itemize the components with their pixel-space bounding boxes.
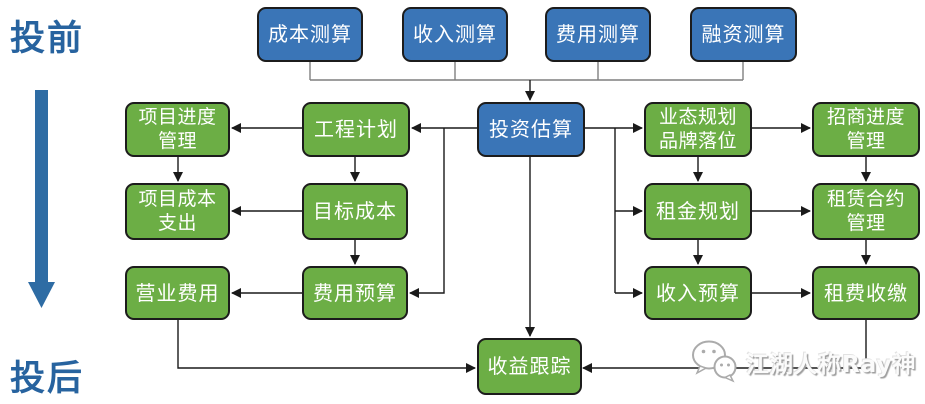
- node-rent-collection: 租费收缴: [812, 266, 920, 320]
- node-label: 收入预算: [656, 280, 740, 305]
- phase-label-pre: 投前: [10, 19, 85, 59]
- node-label: 费用预算: [313, 280, 397, 305]
- node-label: 支出: [157, 211, 197, 234]
- node-label: 租费收缴: [824, 280, 908, 305]
- node-label: 管理: [846, 211, 886, 234]
- node-label: 投资估算: [489, 117, 573, 142]
- node-label: 收入测算: [413, 22, 497, 47]
- node-expense-estimation: 费用测算: [545, 7, 651, 62]
- node-label: 项目成本: [138, 188, 217, 211]
- node-investment-estimation: 投资估算: [477, 102, 585, 157]
- node-label: 营业费用: [135, 280, 220, 305]
- node-label: 工程计划: [314, 117, 398, 142]
- node-cost-estimation: 成本测算: [257, 7, 363, 62]
- node-label: 租赁合约: [826, 188, 905, 211]
- node-revenue-estimation: 收入测算: [402, 7, 508, 62]
- node-engineering-plan: 工程计划: [302, 102, 410, 157]
- node-label: 费用测算: [556, 22, 640, 47]
- node-project-cost-expenditure: 项目成本 支出: [125, 183, 230, 240]
- phase-timeline-arrow: [28, 90, 55, 308]
- watermark: 江湖人称Ray神: [690, 338, 917, 386]
- node-label: 租金规划: [656, 199, 740, 224]
- node-leasing-progress-mgmt: 招商进度 管理: [812, 102, 920, 157]
- node-lease-contract-mgmt: 租赁合约 管理: [812, 183, 920, 240]
- node-label: 目标成本: [313, 199, 397, 224]
- node-label: 成本测算: [268, 22, 352, 47]
- node-label: 业态规划: [658, 106, 737, 129]
- node-financing-estimation: 融资测算: [690, 7, 797, 62]
- node-label: 品牌落位: [658, 129, 737, 152]
- phase-label-post: 投后: [10, 359, 85, 399]
- node-label: 招商进度: [826, 106, 905, 129]
- node-operating-expense: 营业费用: [125, 266, 230, 320]
- node-project-schedule-mgmt: 项目进度 管理: [125, 102, 230, 157]
- node-label: 管理: [157, 129, 197, 152]
- node-revenue-budget: 收入预算: [644, 266, 752, 320]
- node-target-cost: 目标成本: [302, 183, 408, 240]
- node-label: 项目进度: [138, 106, 217, 129]
- node-label: 管理: [846, 129, 886, 152]
- top-bus-connectors: [309, 62, 744, 81]
- node-profit-tracking: 收益跟踪: [477, 338, 582, 395]
- wechat-icon: [692, 340, 737, 383]
- node-format-planning-brand: 业态规划 品牌落位: [644, 102, 752, 157]
- node-label: 融资测算: [701, 22, 786, 47]
- node-expense-budget: 费用预算: [302, 266, 408, 320]
- watermark-text: 江湖人称Ray神: [746, 352, 917, 378]
- node-rent-planning: 租金规划: [644, 183, 752, 240]
- node-label: 收益跟踪: [487, 354, 572, 379]
- flow-connectors: [173, 80, 871, 373]
